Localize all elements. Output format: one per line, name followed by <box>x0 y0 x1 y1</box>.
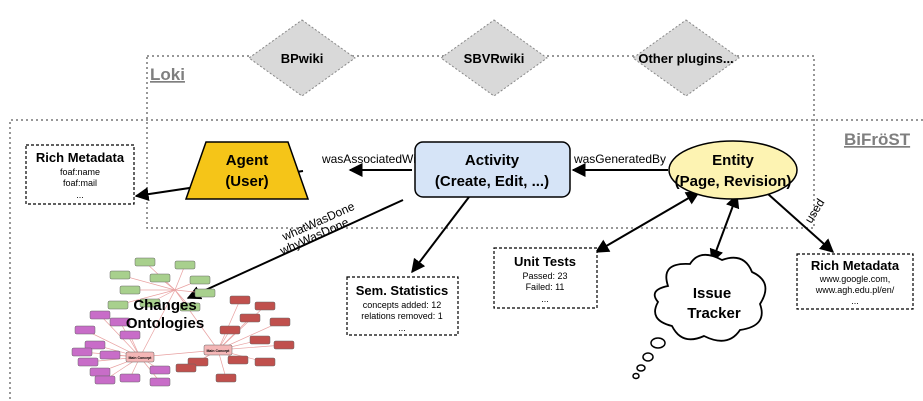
ontology-node <box>149 273 171 283</box>
loki-region: Loki <box>146 55 815 229</box>
label-was-generated-by: wasGeneratedBy <box>573 152 666 166</box>
ontology-main-concept-label: Main Concept <box>129 356 153 360</box>
edge-what-was-done <box>186 199 404 300</box>
rich-metadata-left-line-2: foaf:mail <box>63 178 97 188</box>
plugin-bpwiki: BPwiki <box>248 19 356 97</box>
ontology-node <box>89 310 111 320</box>
ontology-node <box>89 367 111 377</box>
label-used: used <box>802 196 828 225</box>
rich-metadata-right-line-1: www.google.com, <box>819 274 891 284</box>
ontology-node <box>229 295 251 305</box>
ontology-edge <box>217 305 266 351</box>
plugin-bpwiki-label: BPwiki <box>281 51 324 66</box>
loki-region-label: Loki <box>150 65 185 84</box>
rich-metadata-right-title: Rich Metadata <box>811 258 900 273</box>
activity-subtitle: (Create, Edit, ...) <box>435 173 549 190</box>
entity-node: Entity (Page, Revision) <box>668 140 798 200</box>
ontology-node <box>107 300 129 310</box>
bifrost-region: BiFröST <box>9 119 923 401</box>
ontology-node <box>74 325 96 335</box>
ontology-node <box>194 288 216 298</box>
issue-tracker-line-1: Issue <box>693 285 731 302</box>
unit-tests-line-3: ... <box>541 294 549 304</box>
ontology-node <box>219 325 241 335</box>
issue-tracker-line-2: Tracker <box>687 305 741 322</box>
label-was-associated-with: wasAssociatedWith <box>321 152 426 166</box>
ontology-main-concept-label: Main Concept <box>207 349 231 353</box>
edge-issue-tracker <box>709 193 740 264</box>
ontology-node <box>254 357 276 367</box>
sem-statistics-title: Sem. Statistics <box>356 283 449 298</box>
ontology-node <box>149 377 171 387</box>
ontology-node <box>119 373 141 383</box>
ontology-node <box>71 347 93 357</box>
ontology-node <box>149 365 171 375</box>
ontology-edge <box>119 321 141 358</box>
ontology-edge <box>174 289 219 351</box>
ontology-node <box>119 285 141 295</box>
rich-metadata-left-title: Rich Metadata <box>36 150 125 165</box>
ontology-node <box>99 350 121 360</box>
agent-title: Agent <box>226 152 269 169</box>
activity-title: Activity <box>465 152 520 169</box>
plugin-sbvrwiki: SBVRwiki <box>440 19 548 97</box>
ontology-node <box>227 355 249 365</box>
ontologies-label-line-1: Changes <box>133 297 196 314</box>
unit-tests-box: Unit Tests Passed: 23 Failed: 11 ... <box>493 247 598 309</box>
ontology-node <box>109 317 131 327</box>
rich-metadata-left-line-1: foaf:name <box>60 167 100 177</box>
plugin-other: Other plugins... <box>632 19 740 97</box>
ontology-node <box>77 357 99 367</box>
issue-tracker-cloud: Issue Tracker <box>632 254 767 380</box>
ontology-node <box>119 330 141 340</box>
edge-sem-statistics <box>411 196 470 274</box>
ontology-edge <box>139 289 176 358</box>
rich-metadata-left-box: Rich Metadata foaf:name foaf:mail ... <box>25 144 135 205</box>
ontologies-label-line-2: Ontologies <box>126 315 204 332</box>
activity-node: Activity (Create, Edit, ...) <box>414 141 571 198</box>
unit-tests-title: Unit Tests <box>514 254 576 269</box>
edge-unit-tests <box>594 191 701 253</box>
ontology-node <box>179 302 201 312</box>
entity-subtitle: (Page, Revision) <box>675 173 792 190</box>
agent-node: Agent (User) <box>184 141 310 200</box>
ontology-node <box>189 275 211 285</box>
ontology-node <box>94 375 116 385</box>
ontology-main-concept <box>203 344 233 356</box>
rich-metadata-left-line-3: ... <box>76 190 84 200</box>
bifrost-region-label: BiFröST <box>844 130 911 149</box>
sem-statistics-line-2: relations removed: 1 <box>361 311 443 321</box>
ontology-node <box>174 260 196 270</box>
rich-metadata-right-line-2: www.agh.edu.pl/en/ <box>815 285 895 295</box>
unit-tests-line-2: Failed: 11 <box>526 282 565 292</box>
ontology-node <box>175 363 197 373</box>
ontology-node <box>215 373 237 383</box>
plugin-sbvrwiki-label: SBVRwiki <box>464 51 525 66</box>
plugin-other-label: Other plugins... <box>638 51 733 66</box>
entity-title: Entity <box>712 152 754 169</box>
sem-statistics-line-3: ... <box>398 323 406 333</box>
ontology-node <box>239 313 261 323</box>
ontology-node <box>249 335 271 345</box>
sem-statistics-line-1: concepts added: 12 <box>363 300 442 310</box>
ontology-edge <box>217 299 241 351</box>
unit-tests-line-1: Passed: 23 <box>522 271 567 281</box>
rich-metadata-right-line-3: ... <box>851 296 859 306</box>
agent-subtitle: (User) <box>225 173 268 190</box>
sem-statistics-box: Sem. Statistics concepts added: 12 relat… <box>346 276 459 336</box>
ontology-node <box>84 340 106 350</box>
ontology-main-concept <box>125 351 155 363</box>
edge-used <box>767 193 835 253</box>
ontology-node <box>254 301 276 311</box>
ontology-node <box>273 340 295 350</box>
ontology-node <box>139 298 161 308</box>
ontology-node <box>134 257 156 267</box>
ontology-node <box>109 270 131 280</box>
ontology-node <box>269 317 291 327</box>
rich-metadata-right-box: Rich Metadata www.google.com, www.agh.ed… <box>796 253 914 310</box>
